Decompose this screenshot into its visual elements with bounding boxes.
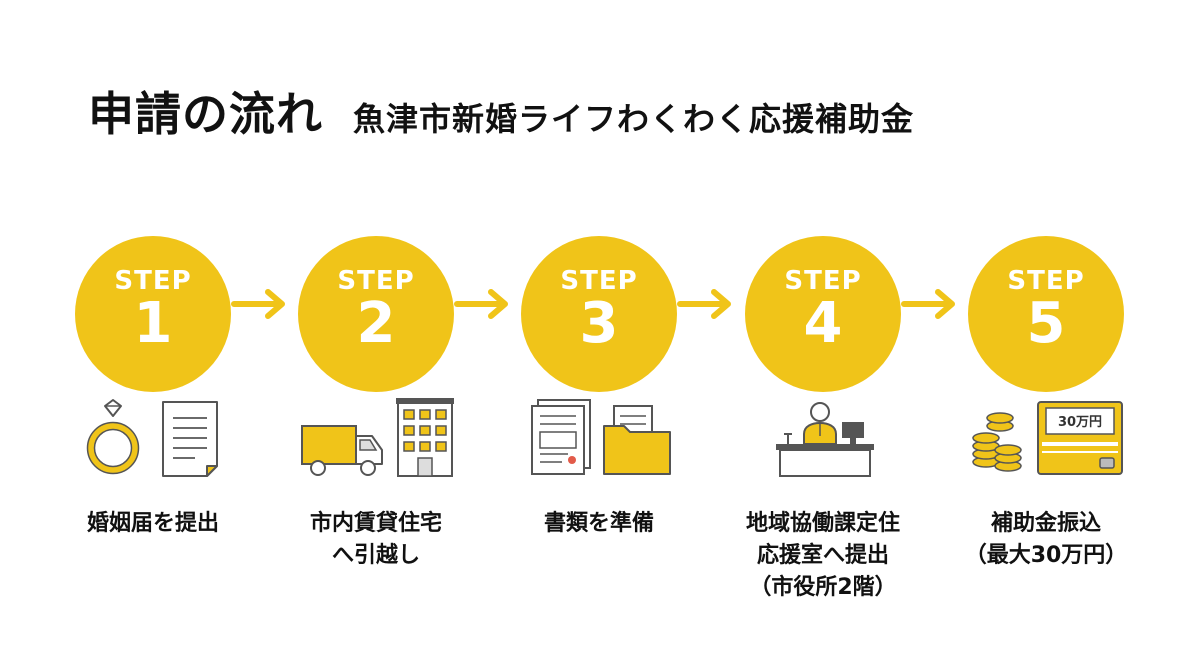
step-2-label: STEP: [337, 266, 415, 296]
step-1-text-line: 婚姻届を提出: [86, 511, 219, 536]
step-3-number: 3: [579, 291, 619, 356]
step-5-number: 5: [1026, 291, 1066, 356]
step-4-text: 地域協働課定住 応援室へ提出 （市役所2階）: [713, 508, 933, 604]
step-4-label: STEP: [784, 266, 862, 296]
page-title: 申請の流れ: [88, 87, 323, 141]
step-4-circle: STEP 4: [745, 236, 901, 392]
ring-icon: [86, 399, 140, 475]
step-3-text-line: 書類を準備: [543, 511, 654, 536]
step-4-text-line: （市役所2階）: [749, 575, 897, 600]
step-4-icons: [770, 396, 880, 480]
step-2-text: 市内賃貸住宅 へ引越し: [266, 508, 486, 572]
step-2-text-line: へ引越し: [331, 543, 420, 568]
step-2-icons: [298, 396, 458, 480]
arrow-right-icon: [677, 289, 731, 319]
arrow-right-icon: [901, 289, 955, 319]
apartment-building-icon: [396, 398, 454, 477]
moving-truck-icon: [301, 425, 383, 476]
step-5-icons: 30万円: [968, 396, 1128, 480]
step-1-text: 婚姻届を提出: [43, 508, 263, 540]
step-3-label: STEP: [560, 266, 638, 296]
form-documents-icon: [531, 399, 591, 475]
arrow-right-icon: [454, 289, 508, 319]
folder-icon: [603, 405, 671, 475]
arrow-right-icon: [231, 289, 285, 319]
reception-desk-icon: [776, 402, 874, 477]
step-3-circle: STEP 3: [521, 236, 677, 392]
coins-icon: [972, 412, 1022, 472]
step-5-text: 補助金振込 （最大30万円）: [936, 508, 1156, 572]
bankbook-icon: 30万円: [1037, 401, 1123, 475]
header: 申請の流れ 魚津市新婚ライフわくわく応援補助金: [88, 78, 914, 144]
step-3-text: 書類を準備: [489, 508, 709, 540]
step-1-icons: [85, 396, 225, 480]
step-1-label: STEP: [114, 266, 192, 296]
step-1-number: 1: [133, 291, 173, 356]
page-subtitle: 魚津市新婚ライフわくわく応援補助金: [353, 100, 915, 138]
step-3-icons: [528, 396, 678, 480]
step-4-text-line: 地域協働課定住: [745, 511, 900, 536]
step-4-number: 4: [803, 291, 843, 356]
step-5-label: STEP: [1007, 266, 1085, 296]
bankbook-amount: 30万円: [1058, 415, 1102, 430]
step-1-circle: STEP 1: [75, 236, 231, 392]
document-icon: [162, 401, 218, 477]
step-5-text-line: 補助金振込: [990, 511, 1101, 536]
step-2-circle: STEP 2: [298, 236, 454, 392]
step-5-circle: STEP 5: [968, 236, 1124, 392]
step-2-text-line: 市内賃貸住宅: [309, 511, 442, 536]
step-5-text-line: （最大30万円）: [964, 543, 1128, 568]
step-2-number: 2: [356, 291, 396, 356]
step-4-text-line: 応援室へ提出: [756, 543, 889, 568]
